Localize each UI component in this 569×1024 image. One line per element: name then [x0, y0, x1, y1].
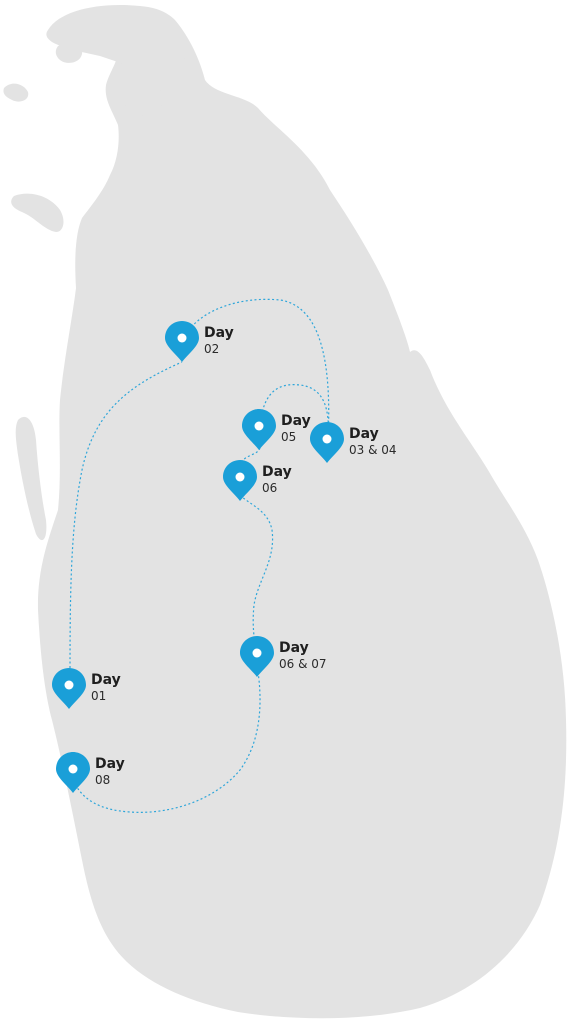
stop-day-01[interactable]: Day 01	[52, 668, 121, 709]
pin-dot	[68, 764, 78, 774]
route-day01-day02	[69, 361, 183, 691]
stop-day-number: 01	[91, 689, 106, 703]
island-islet-2	[3, 83, 29, 102]
pin-dot	[322, 434, 332, 444]
pin-dot	[64, 680, 74, 690]
kalpitiya-spit	[15, 416, 47, 541]
stop-day-06[interactable]: Day 06	[223, 460, 292, 501]
stop-day-03-04[interactable]: Day 03 & 04	[310, 422, 397, 463]
stop-title: Day	[95, 756, 125, 772]
stop-title: Day	[91, 672, 121, 688]
jaffna-peninsula	[46, 5, 192, 95]
pin-dot	[254, 421, 264, 431]
pin-dot	[235, 472, 245, 482]
stop-day-number: 03 & 04	[349, 443, 397, 457]
stop-day-number: 02	[204, 342, 219, 356]
stop-day-number: 05	[281, 430, 296, 444]
pin-dot	[252, 648, 262, 658]
stop-day-number: 08	[95, 773, 110, 787]
mannar-land	[120, 82, 164, 116]
route-day0607-day08	[72, 671, 261, 813]
island-main	[37, 9, 567, 1019]
island-landmass	[3, 5, 567, 1019]
stop-day-08[interactable]: Day 08	[56, 752, 125, 793]
pin-dot	[177, 333, 187, 343]
stop-day-number: 06	[262, 481, 277, 495]
stop-day-06-07[interactable]: Day 06 & 07	[240, 636, 327, 677]
stop-title: Day	[279, 640, 309, 656]
stop-title: Day	[281, 413, 311, 429]
stop-day-05[interactable]: Day 05	[242, 409, 311, 450]
island-islet-3	[11, 193, 64, 232]
stop-title: Day	[204, 325, 234, 341]
route-day02-day0304	[181, 298, 330, 441]
stop-title: Day	[349, 426, 379, 442]
island-islet-1	[55, 43, 83, 63]
stop-title: Day	[262, 464, 292, 480]
stop-day-number: 06 & 07	[279, 657, 327, 671]
route-day06-day0607	[239, 494, 274, 656]
stop-day-02[interactable]: Day 02	[165, 321, 234, 362]
